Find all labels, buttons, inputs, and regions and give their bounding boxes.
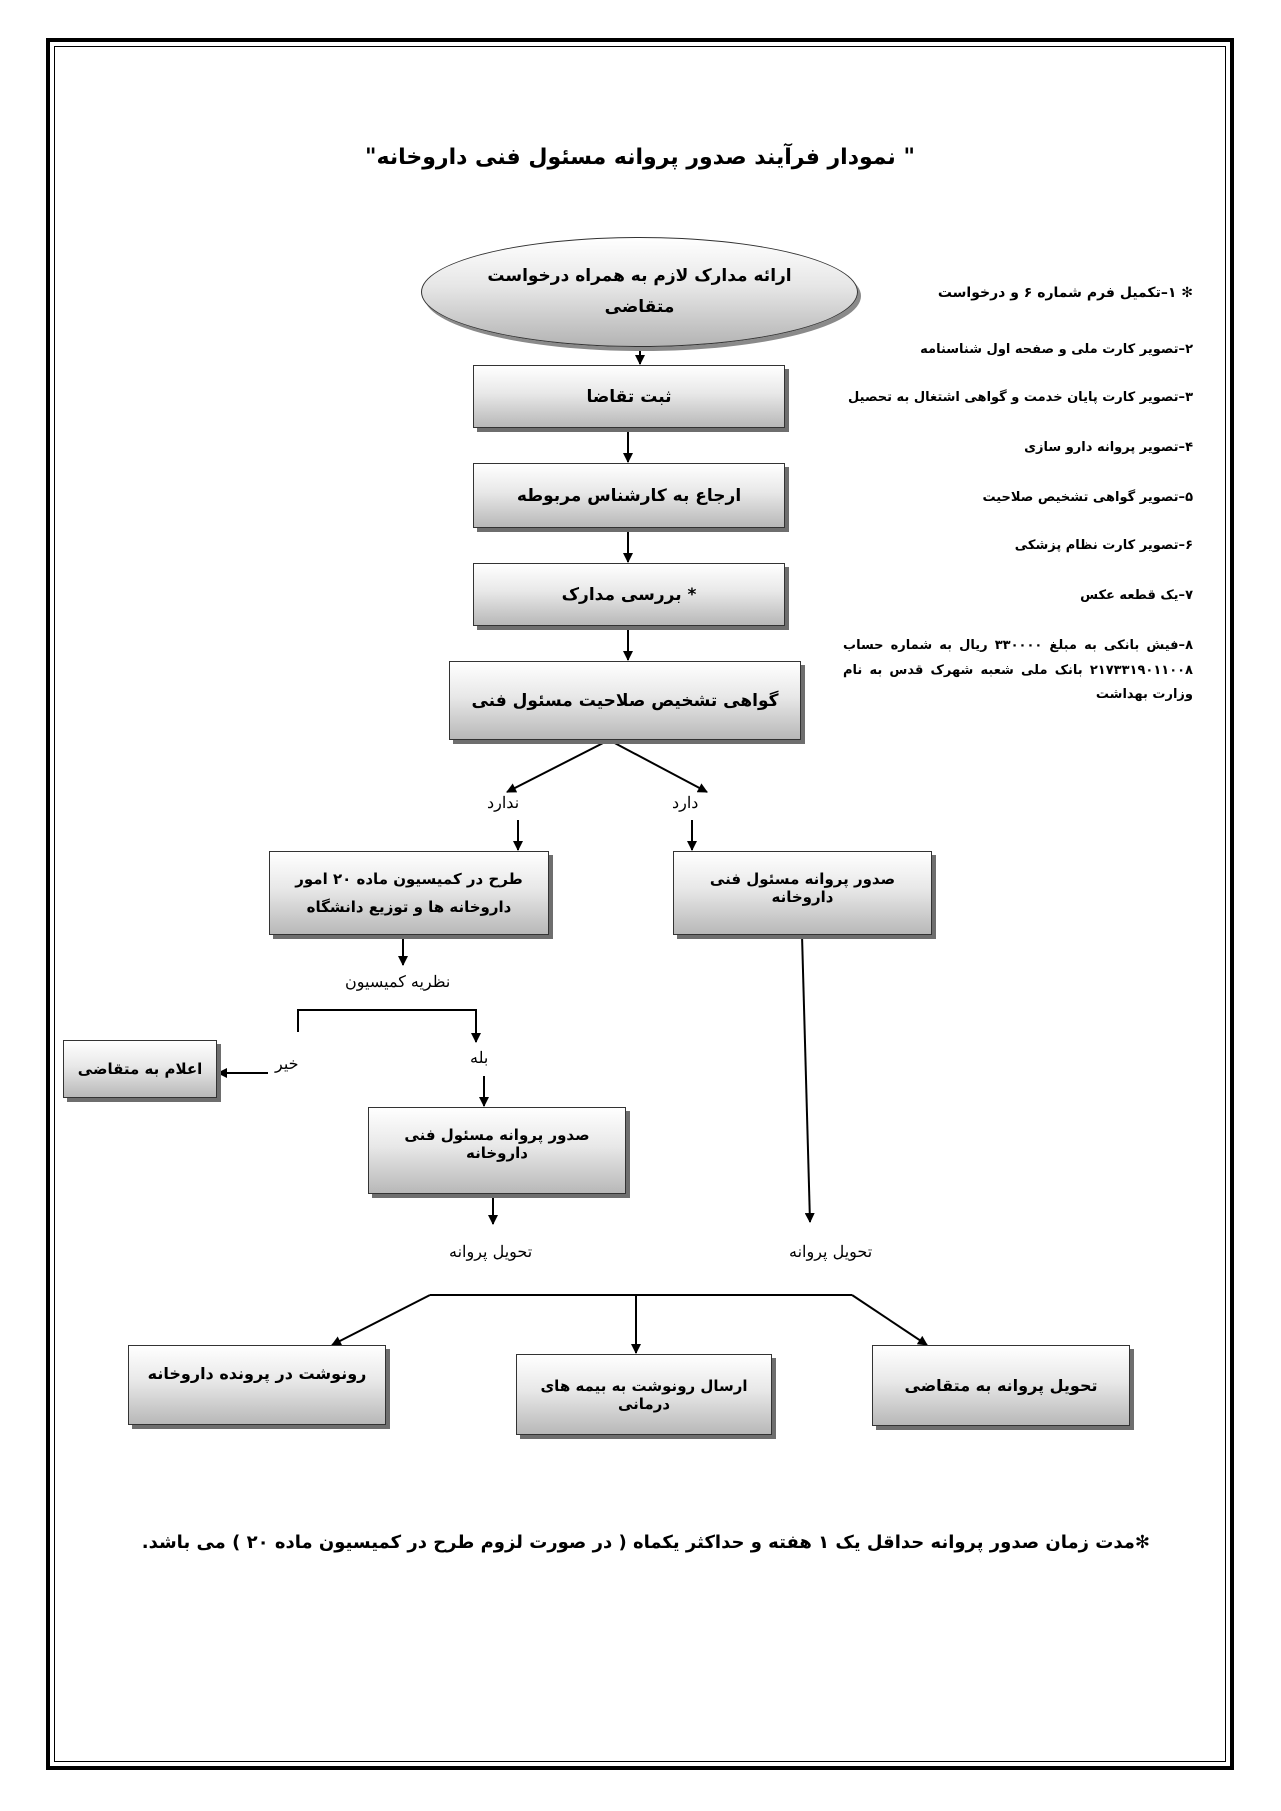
label-deliver-right: تحویل پروانه — [789, 1242, 873, 1261]
arrow-issue-right-to-deliver — [801, 934, 815, 1223]
label-has: دارد — [672, 793, 699, 812]
start-node: ارائه مدارک لازم به همراه درخواست متقاضی — [421, 237, 858, 347]
step-register: ثبت تقاضا — [473, 365, 785, 428]
step-refer-label: ارجاع به کارشناس مربوطه — [516, 485, 742, 506]
step-issue-right-label: صدور پروانه مسئول فنی داروخانه — [709, 870, 896, 906]
step-certificate-label: گواهی تشخیص صلاحیت مسئول فنی — [471, 690, 779, 711]
step-review: * بررسی مدارک — [473, 563, 785, 626]
start-line-1: ارائه مدارک لازم به همراه درخواست — [487, 266, 792, 287]
step-notify-applicant-label: اعلام به متقاضی — [77, 1060, 203, 1078]
requirement-5: ۵–تصویر گواهی تشخیص صلاحیت — [982, 490, 1193, 505]
final-copy-file: رونوشت در پرونده داروخانه — [128, 1345, 386, 1425]
label-no: خیر — [275, 1054, 299, 1073]
step-notify-applicant: اعلام به متقاضی — [63, 1040, 217, 1098]
page-border-inner — [54, 46, 1226, 1762]
label-commission-opinion: نظریه کمیسیون — [345, 972, 451, 991]
final-copy-insurance-label: ارسال رونوشت به بیمه های درمانی — [540, 1376, 748, 1413]
page-border-outer — [46, 38, 1234, 1770]
requirement-3: ۳–تصویر کارت پایان خدمت و گواهی اشتغال ب… — [848, 390, 1193, 405]
step-commission-line-1: طرح در کمیسیون ماده ۲۰ امور — [295, 869, 523, 888]
step-issue-left-label: صدور پروانه مسئول فنی داروخانه — [404, 1126, 590, 1162]
label-yes: بله — [470, 1048, 489, 1067]
final-copy-insurance: ارسال رونوشت به بیمه های درمانی — [516, 1354, 772, 1435]
arrow-certificate-split-right — [608, 739, 708, 793]
step-commission: طرح در کمیسیون ماده ۲۰ امور داروخانه ها … — [269, 851, 549, 935]
requirement-6: ۶–تصویر کارت نظام پزشکی — [1014, 538, 1193, 553]
step-commission-line-2: داروخانه ها و توزیع دانشگاه — [306, 898, 512, 916]
start-line-2: متقاضی — [604, 297, 675, 317]
requirement-4: ۴–تصویر پروانه دارو سازی — [1024, 440, 1193, 455]
requirement-8: ۸–فیش بانکی به مبلغ ۳۳۰۰۰۰ ریال به شماره… — [843, 638, 1193, 703]
final-copy-file-label: رونوشت در پرونده داروخانه — [147, 1364, 367, 1383]
arrow-to-copy-file — [331, 1294, 431, 1346]
line-opinion-branch — [297, 1009, 481, 1043]
step-review-label: * بررسی مدارک — [561, 584, 697, 605]
footnote-duration: ✻مدت زمان صدور پروانه حداقل یک ۱ هفته و … — [141, 1532, 1150, 1553]
final-deliver-applicant: تحویل پروانه به متقاضی — [872, 1345, 1130, 1426]
arrow-to-deliver-applicant — [851, 1294, 928, 1346]
requirement-7: ۷–یک قطعه عکس — [1080, 588, 1193, 603]
step-refer: ارجاع به کارشناس مربوطه — [473, 463, 785, 528]
label-deliver-left: تحویل پروانه — [449, 1242, 533, 1261]
step-register-label: ثبت تقاضا — [586, 386, 672, 407]
step-issue-left: صدور پروانه مسئول فنی داروخانه — [368, 1107, 626, 1194]
page-title: " نمودار فرآیند صدور پروانه مسئول فنی دا… — [365, 145, 915, 170]
step-issue-right: صدور پروانه مسئول فنی داروخانه — [673, 851, 932, 935]
requirement-1: ✻ ۱–تکمیل فرم شماره ۶ و درخواست — [937, 285, 1193, 301]
step-certificate: گواهی تشخیص صلاحیت مسئول فنی — [449, 661, 801, 740]
label-hasnot: ندارد — [487, 793, 520, 812]
final-deliver-applicant-label: تحویل پروانه به متقاضی — [904, 1376, 1098, 1395]
requirement-2: ۲–تصویر کارت ملی و صفحه اول شناسنامه — [920, 342, 1193, 357]
arrow-certificate-split-left — [506, 739, 610, 793]
